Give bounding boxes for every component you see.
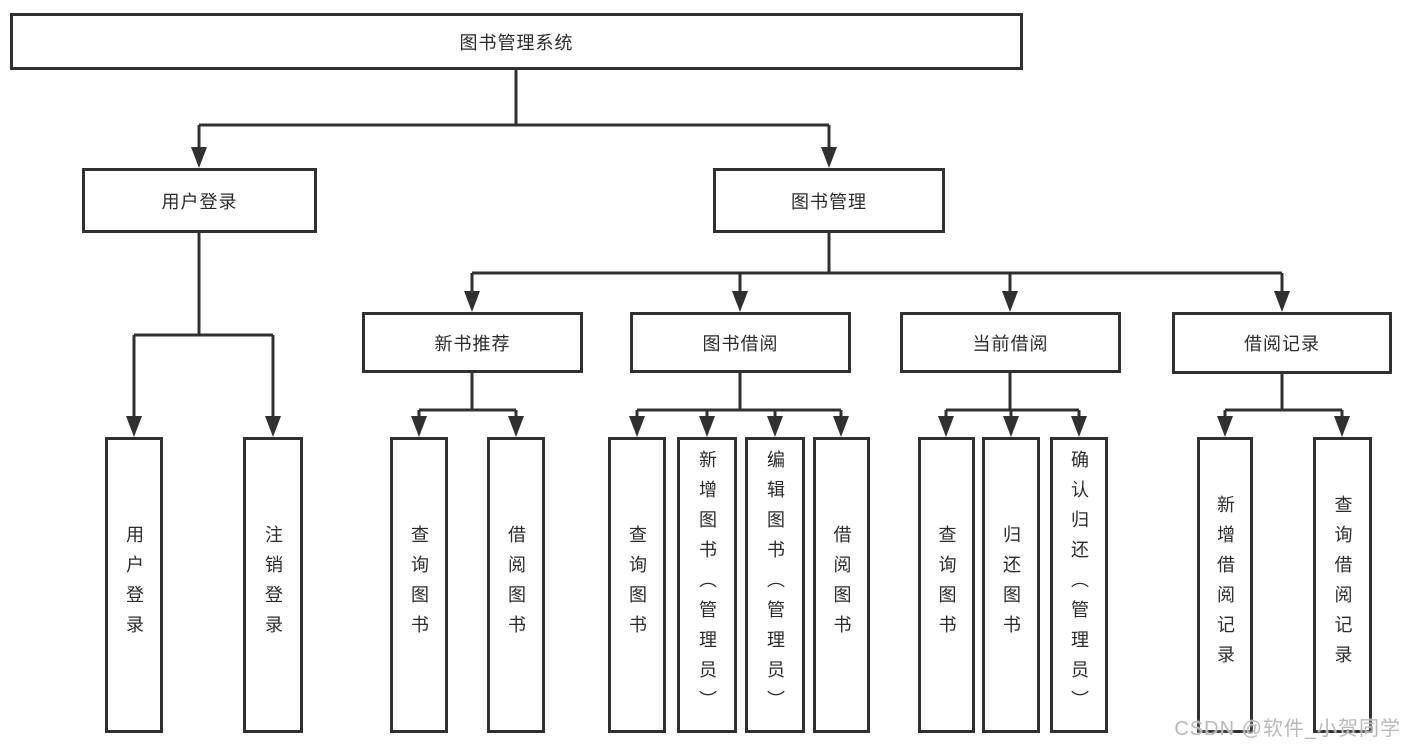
leaf-bb-query-books: 查询图书 [608,437,666,733]
leaf-bb-add-books-admin: 新增图书（管理员） [677,437,737,733]
arrow-icon [1002,291,1018,312]
node-borrow-records: 借阅记录 [1172,312,1392,374]
node-new-book-recommend: 新书推荐 [362,312,583,373]
node-label: 新增图书（管理员） [697,450,717,720]
node-book-borrow: 图书借阅 [630,312,851,373]
leaf-cb-query-books: 查询图书 [918,437,975,733]
node-label: 借阅图书 [831,525,852,645]
arrow-icon [126,416,142,437]
node-current-borrow: 当前借阅 [900,312,1121,373]
arrow-icon [265,416,281,437]
node-label: 编辑图书（管理员） [765,450,785,720]
arrow-icon [629,416,645,437]
leaf-nbr-borrow-books: 借阅图书 [487,437,545,733]
node-label: 查询图书 [627,525,647,645]
leaf-cb-confirm-return-admin: 确认归还（管理员） [1050,437,1108,733]
node-label: 借阅记录 [1244,334,1320,354]
arrow-icon [833,416,849,437]
node-label: 查询图书 [409,525,429,645]
node-label: 归还图书 [1001,525,1021,645]
connector-path [132,70,1344,418]
csdn-watermark: CSDN @软件_小贺同学 [1174,718,1401,740]
arrow-icon [1217,416,1233,437]
node-root-system: 图书管理系统 [10,13,1023,70]
arrow-icon [732,291,748,312]
node-user-login: 用户登录 [82,168,317,233]
arrow-icon [767,416,783,437]
leaf-user-login: 用户登录 [105,437,163,733]
arrow-icon [411,416,427,437]
node-label: 借阅图书 [506,525,526,645]
leaf-nbr-query-books: 查询图书 [390,437,448,733]
leaf-bb-borrow-books: 借阅图书 [813,437,870,733]
leaf-br-add-record: 新增借阅记录 [1197,437,1253,733]
node-label: 图书管理 [791,191,867,212]
node-label: 查询借阅记录 [1332,495,1353,675]
node-label: 注销登录 [263,525,283,645]
leaf-cb-return-books: 归还图书 [982,437,1040,733]
leaf-br-query-record: 查询借阅记录 [1313,437,1372,733]
arrow-icon [191,147,207,168]
arrow-icon [1003,416,1019,437]
node-book-management: 图书管理 [713,168,945,233]
arrow-icon [1071,416,1087,437]
arrow-icon [464,291,480,312]
node-label: 查询图书 [936,525,957,645]
arrow-icon [938,416,954,437]
node-label: 图书借阅 [702,333,779,354]
node-label: 图书管理系统 [459,32,574,53]
node-label: 确认归还（管理员） [1069,450,1089,720]
node-label: 新书推荐 [434,333,511,354]
node-label: 用户登录 [161,191,238,212]
arrow-icon [508,416,524,437]
arrowheads [126,147,1350,437]
arrow-icon [1334,416,1350,437]
arrow-icon [1274,291,1290,312]
leaf-bb-edit-books-admin: 编辑图书（管理员） [745,437,805,733]
node-label: 当前借阅 [972,333,1049,354]
node-label: 新增借阅记录 [1215,495,1235,675]
arrow-icon [821,147,837,168]
node-label: 用户登录 [124,525,144,645]
leaf-logout: 注销登录 [243,437,303,733]
arrow-icon [699,416,715,437]
